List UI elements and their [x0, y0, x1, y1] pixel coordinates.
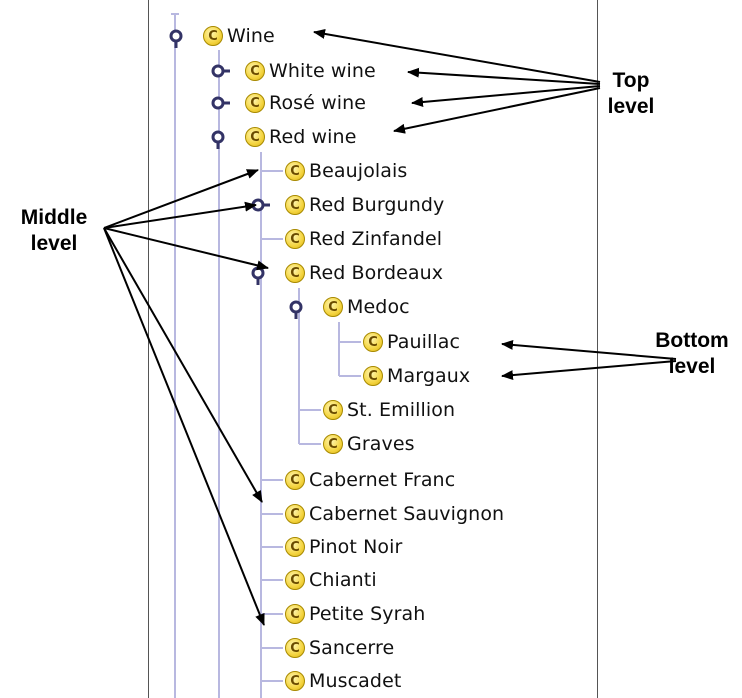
class-c-icon: C	[285, 638, 305, 658]
tree-node-label: White wine	[269, 60, 376, 82]
annotation-line-1: Bottom	[655, 329, 729, 352]
annotation-line-1: Middle	[20, 206, 88, 229]
tree-node-label: Pauillac	[387, 331, 461, 353]
bottom-level-arrows	[501, 339, 677, 381]
tree-node-label: Pinot Noir	[309, 536, 403, 558]
top-level-arrows	[313, 28, 601, 134]
tree-node-label: Beaujolais	[309, 160, 408, 182]
tree-node-label: Red Bordeaux	[309, 262, 444, 284]
annotation-line-2: level	[607, 95, 655, 118]
tree-node-label: Rosé wine	[269, 92, 367, 114]
arrow-to-rose-wine	[411, 85, 601, 107]
tree-node-label: Wine	[227, 25, 275, 47]
tree-node-label: Medoc	[347, 296, 410, 318]
arrow-to-beaujolais	[103, 169, 259, 229]
arrow-to-red-wine	[393, 87, 601, 134]
arrow-to-petite-syrah	[103, 227, 265, 626]
class-c-icon: C	[203, 26, 223, 46]
class-c-icon: C	[323, 400, 343, 420]
class-c-icon: C	[323, 434, 343, 454]
arrow-to-pauillac	[501, 339, 677, 360]
class-c-icon: C	[285, 263, 305, 283]
class-c-icon: C	[285, 604, 305, 624]
class-c-icon: C	[285, 537, 305, 557]
class-c-icon: C	[245, 93, 265, 113]
tree-node-label: Muscadet	[309, 670, 402, 692]
class-c-icon: C	[285, 671, 305, 691]
annotation-line-2: level	[30, 232, 78, 255]
tree-node-label: St. Emillion	[347, 399, 456, 421]
bottom-level-annotation: Bottom level	[644, 328, 740, 380]
middle-level-annotation: Middle level	[4, 205, 104, 257]
tree-node-label: Cabernet Franc	[309, 469, 456, 491]
arrow-to-white-wine	[407, 67, 601, 85]
tree-node-label: Graves	[347, 433, 415, 455]
tree-node-label: Cabernet Sauvignon	[309, 503, 505, 525]
arrow-to-red-burgundy	[103, 201, 257, 229]
tree-node-label: Red wine	[269, 126, 357, 148]
class-c-icon: C	[285, 570, 305, 590]
top-level-annotation: Top level	[596, 68, 666, 120]
class-c-icon: C	[285, 504, 305, 524]
class-c-icon: C	[363, 332, 383, 352]
annotation-line-2: level	[668, 355, 716, 378]
arrow-to-wine	[313, 28, 601, 83]
middle-level-arrows	[103, 169, 269, 626]
class-c-icon: C	[285, 161, 305, 181]
tree-node-label: Margaux	[387, 365, 471, 387]
tree-node-label: Sancerre	[309, 637, 395, 659]
class-c-icon: C	[285, 195, 305, 215]
class-c-icon: C	[245, 127, 265, 147]
tree-node-label: Red Burgundy	[309, 194, 445, 216]
class-c-icon: C	[285, 470, 305, 490]
annotation-line-1: Top	[612, 69, 650, 92]
arrow-to-margaux	[501, 360, 677, 381]
class-c-icon: C	[363, 366, 383, 386]
class-c-icon: C	[323, 297, 343, 317]
tree-node-label: Petite Syrah	[309, 603, 426, 625]
arrow-to-red-bordeaux	[103, 227, 269, 271]
arrow-to-cabernet-franc	[103, 227, 263, 503]
tree-node-label: Red Zinfandel	[309, 228, 443, 250]
tree-node-label: Chianti	[309, 569, 377, 591]
class-c-icon: C	[245, 61, 265, 81]
class-c-icon: C	[285, 229, 305, 249]
